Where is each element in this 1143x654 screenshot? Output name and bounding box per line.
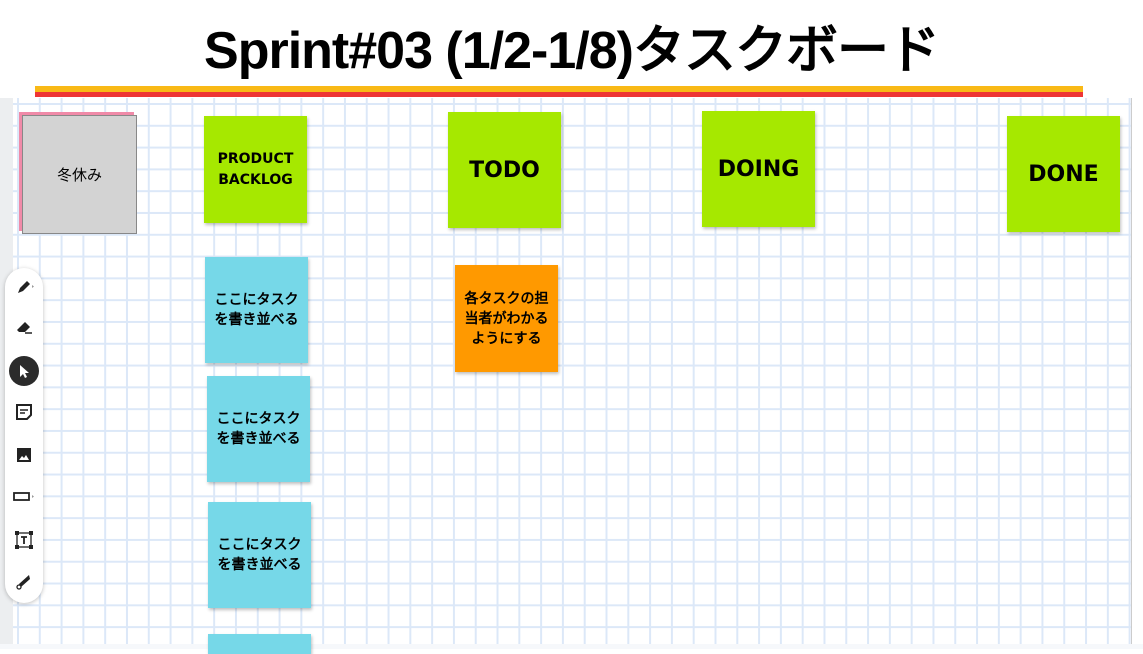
image-tool-button[interactable]	[9, 440, 39, 470]
laser-pointer-icon	[16, 575, 30, 590]
drawing-toolbar	[5, 268, 43, 603]
select-tool-button[interactable]	[9, 356, 39, 386]
sticky-todo[interactable]: TODO	[448, 112, 561, 228]
title-underline-orange	[35, 86, 1083, 92]
sticky-text: TODO	[469, 157, 540, 183]
eraser-tool-button[interactable]	[9, 311, 39, 341]
sticky-task[interactable]: ここにタスクを書き並べる	[207, 376, 310, 482]
cursor-icon	[20, 365, 29, 378]
sticky-note-icon	[16, 404, 32, 420]
rectangle-icon	[13, 492, 34, 501]
sticky-text: PRODUCT BACKLOG	[217, 150, 294, 188]
sticky-text: ここにタスクを書き並べる	[216, 411, 301, 447]
image-icon	[17, 448, 31, 462]
title-underline-red	[35, 92, 1083, 97]
sticky-task[interactable]: ここにタスクを書き並べる	[205, 257, 308, 363]
pen-tool-button[interactable]	[9, 271, 39, 301]
eraser-icon	[17, 322, 32, 334]
sticky-text: 冬休み	[56, 166, 102, 184]
page-title: Sprint#03 (1/2-1/8)タスクボード	[204, 22, 940, 80]
sticky-task-partial[interactable]	[208, 634, 311, 654]
sticky-winter-break[interactable]: 冬休み	[22, 115, 137, 234]
sticky-assignee-note[interactable]: 各タスクの担当者がわかるようにする	[455, 265, 558, 372]
sticky-text: DONE	[1028, 161, 1099, 187]
shape-tool-button[interactable]	[9, 482, 39, 512]
text-box-icon	[15, 531, 33, 549]
sticky-task[interactable]: ここにタスクを書き並べる	[208, 502, 311, 608]
sticky-done[interactable]: DONE	[1007, 116, 1120, 232]
text-tool-button[interactable]	[9, 525, 39, 555]
pen-icon	[18, 281, 34, 293]
sticky-note-tool-button[interactable]	[9, 397, 39, 427]
sticky-product-backlog[interactable]: PRODUCT BACKLOG	[204, 116, 307, 223]
sticky-text: 各タスクの担当者がわかるようにする	[464, 290, 549, 347]
laser-tool-button[interactable]	[9, 566, 39, 596]
sticky-text: ここにタスクを書き並べる	[217, 537, 302, 573]
sticky-text: ここにタスクを書き並べる	[214, 292, 299, 328]
sticky-doing[interactable]: DOING	[702, 111, 815, 227]
whiteboard-canvas[interactable]	[13, 98, 1132, 644]
sticky-text: DOING	[717, 156, 800, 182]
bottom-edge	[0, 644, 1143, 649]
